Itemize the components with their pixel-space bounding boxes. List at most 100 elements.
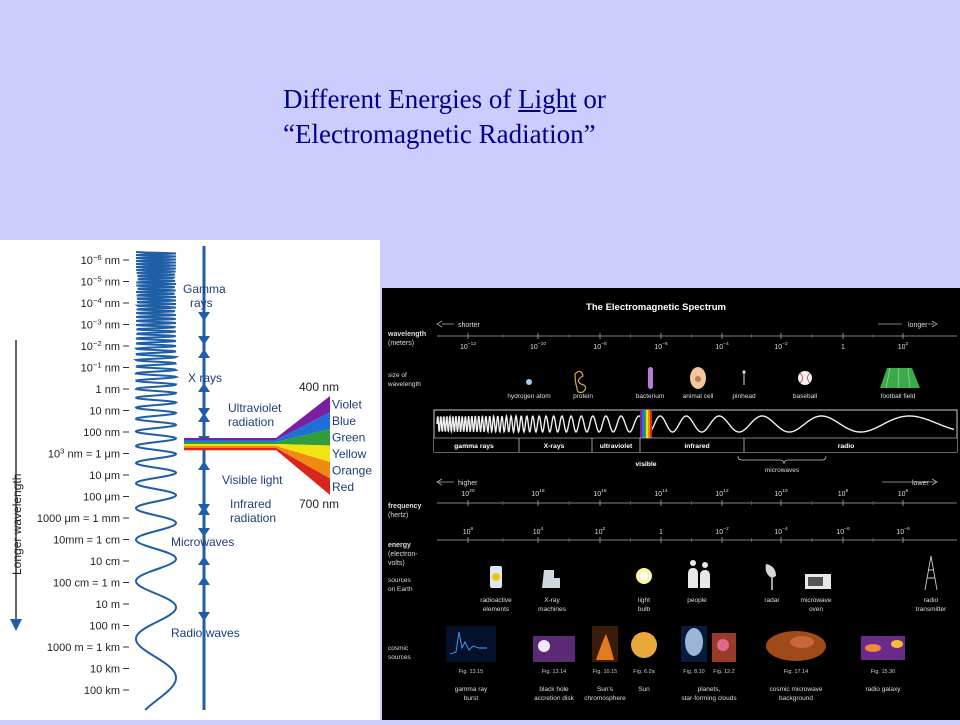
energy-tick-exp: −2: [723, 526, 729, 532]
frequency-tick-exp: 6: [906, 488, 909, 494]
frequency-tick-base: 10: [654, 491, 662, 498]
earth-source-labels: radioactiveelementsX-raymachineslightbul…: [480, 597, 947, 613]
band-ultraviolet: ultraviolet: [600, 443, 633, 450]
wavelength-tick-base: 10: [530, 344, 538, 351]
scale-label: 10 m: [96, 599, 120, 611]
spectrum-arrow-line: [198, 246, 210, 710]
energy-tick-exp: 6: [471, 526, 474, 532]
earth-source-label: machines: [538, 606, 567, 613]
energy-tick: 10−4: [774, 526, 788, 536]
earth-source-label: radioactive: [480, 597, 512, 604]
size-label-2: wavelength: [387, 381, 421, 388]
size-object-label: baseball: [793, 393, 818, 400]
baseball-seams-icon: [799, 372, 811, 384]
wavelength-unit: (meters): [388, 340, 414, 347]
energy-tick-base: 1: [659, 529, 663, 536]
scale-label-base: 10: [48, 449, 60, 461]
figure-ref: Fig. 6.2a: [633, 669, 655, 675]
energy-tick-exp: 2: [603, 526, 606, 532]
cmb-highlight: [790, 636, 814, 648]
scale-label-base: 10 m: [96, 599, 120, 611]
frequency-tick: 1016: [593, 488, 607, 498]
scale-label-unit: nm: [102, 277, 120, 289]
scale-label-base: 10: [81, 341, 93, 353]
scale-label: 1000 m = 1 km: [47, 642, 120, 654]
scale-label: 10−1 nm: [81, 361, 120, 375]
gamma-label-1: Gamma: [183, 282, 226, 296]
earth-source-label: radio: [924, 597, 939, 604]
scale-label-base: 100 μm: [83, 492, 120, 504]
scale-label-base: 1 nm: [96, 384, 120, 396]
gamma-ray-burst-image: [446, 626, 496, 662]
band-x-rays: X-rays: [544, 443, 565, 450]
region-arrow-up-icon: [198, 349, 210, 358]
frequency-tick-exp: 14: [662, 488, 668, 494]
region-arrow-up-icon: [198, 413, 210, 422]
wavelength-tick-base: 10: [715, 344, 723, 351]
figure-ref: Fig. 8.10: [683, 669, 704, 675]
frequency-tick: 1020: [461, 488, 475, 498]
size-object-label: animal cell: [683, 393, 714, 400]
size-label-1: size of: [388, 372, 407, 379]
earth-source-label: bulb: [638, 606, 651, 613]
cosmic-source-label: gamma ray: [455, 686, 488, 693]
energy-tick: 1: [659, 529, 663, 536]
size-object-label: hydrogen atom: [507, 393, 550, 400]
football-field-icon: [880, 368, 920, 388]
scale-label: 103 nm = 1 μm: [48, 447, 120, 461]
ir-label-2: radiation: [230, 511, 276, 525]
light-link[interactable]: Light: [518, 84, 577, 114]
cosmic-source-label: cosmic microwave: [769, 686, 822, 693]
earth-sources-label-2: on Earth: [388, 586, 413, 593]
wavelength-tick-exp: −6: [662, 341, 668, 347]
scale-label-base: 10mm = 1 cm: [53, 535, 120, 547]
scale-label-base: 10: [81, 298, 93, 310]
xrays-label: X rays: [188, 371, 222, 385]
cosmic-source-label: radio galaxy: [865, 686, 901, 693]
wavelength-tick-exp: −10: [538, 341, 547, 347]
cosmic-source-label: planets,: [698, 686, 721, 693]
black-hole-glow: [538, 640, 550, 652]
scale-label-unit: nm = 1 μm: [64, 449, 120, 461]
longer-wavelength-label: Longer wavelength: [10, 474, 24, 575]
scale-label: 10−6 nm: [81, 253, 120, 267]
region-arrow-down-icon: [198, 408, 210, 417]
energy-tick-exp: −8: [904, 526, 910, 532]
title-line-2: “Electromagnetic Radiation”: [283, 119, 596, 149]
wavelength-tick-exp: 2: [906, 341, 909, 347]
energy-tick-base: 10: [595, 529, 603, 536]
frequency-tick: 1018: [531, 488, 545, 498]
radio-lobe: [891, 640, 903, 648]
visible-label: visible: [635, 461, 656, 468]
radio-waves-label: Radio waves: [171, 626, 240, 640]
energy-tick-base: 10: [533, 529, 541, 536]
band-radio: radio: [838, 443, 855, 450]
color-label: Blue: [332, 414, 356, 428]
energy-unit-2: volts): [388, 560, 405, 567]
figure-ref: Fig. 17.14: [784, 669, 808, 675]
frequency-tick-exp: 16: [601, 488, 607, 494]
region-arrow-down-icon: [198, 312, 210, 321]
region-arrow-up-icon: [198, 461, 210, 470]
frequency-unit: (hertz): [388, 512, 408, 519]
microwaves-label: Microwaves: [171, 535, 234, 549]
energy-tick: 104: [533, 526, 544, 536]
cosmic-sources-label-1: cosmic: [388, 645, 409, 652]
scale-label-base: 1000 μm = 1 mm: [37, 513, 120, 525]
region-arrow-down-icon: [198, 528, 210, 537]
scale-label-base: 100 cm = 1 m: [53, 578, 120, 590]
cosmic-source-label: burst: [464, 695, 479, 702]
scale-label-unit: nm: [102, 363, 120, 375]
earth-source-label: X-ray: [544, 597, 560, 604]
frequency-tick-base: 10: [774, 491, 782, 498]
band-gamma-rays: gamma rays: [454, 443, 494, 450]
scale-label-base: 100 m: [89, 621, 120, 633]
bacterium-icon: [648, 367, 653, 389]
radar-icon: [765, 564, 776, 578]
visible-rainbow: [640, 410, 652, 452]
scale-label-unit: nm: [102, 298, 120, 310]
earth-source-label: transmitter: [916, 606, 948, 613]
scale-label-base: 100 nm: [83, 427, 120, 439]
